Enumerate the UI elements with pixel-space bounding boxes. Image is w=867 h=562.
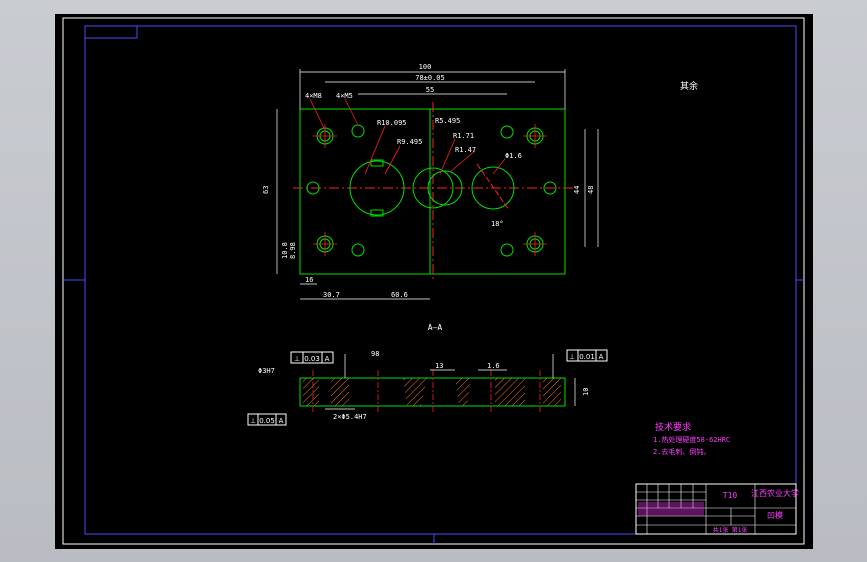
hatch-2 xyxy=(331,378,349,406)
screw-holes xyxy=(306,124,557,257)
inner-frame xyxy=(84,25,797,535)
note-radius-small: R1.71 xyxy=(453,132,474,140)
tb-material: T10 xyxy=(723,491,738,500)
dim-height-left: 63 xyxy=(262,186,270,194)
note-dia-right: Φ1.6 xyxy=(505,152,522,160)
tb-part-name: 凹模 xyxy=(767,510,783,520)
outer-frame xyxy=(62,17,805,545)
tol-top-right: ⊥ 0.01 A xyxy=(566,349,608,362)
tech-line1: 1.热处理硬度58-62HRC xyxy=(653,435,730,444)
dim-bottom-mid: 60.6 xyxy=(391,291,408,299)
dim-left-vertical-2: 8.98 xyxy=(289,242,297,259)
svg-text:A: A xyxy=(599,353,604,361)
dim-height-right-outer: 48 xyxy=(587,186,595,194)
frame-corner-tag xyxy=(84,25,138,39)
die-notch-top xyxy=(370,159,384,167)
drawing-viewport[interactable]: 100 78±0.05 55 63 48 44 16 30.7 60.6 10.… xyxy=(55,14,813,549)
hatch-4 xyxy=(455,378,471,406)
note-radius-main2: R9.495 xyxy=(397,138,422,146)
sec-height: 10 xyxy=(582,388,590,396)
die-hole-mid2 xyxy=(427,170,463,206)
note-radius-small2: R1.47 xyxy=(455,146,476,154)
note-surface: 其余 xyxy=(680,80,698,92)
note-angle: 18° xyxy=(491,220,504,228)
svg-text:A: A xyxy=(279,417,284,425)
section-label: A—A xyxy=(428,323,443,332)
hatch-3 xyxy=(403,378,427,406)
svg-text:0.05: 0.05 xyxy=(259,417,275,425)
hatch-5 xyxy=(495,378,525,406)
title-block: T10 江西农业大学 凹模 共1张 第1张 xyxy=(635,483,799,535)
tb-sheet: 共1张 第1张 xyxy=(713,526,748,534)
svg-text:A: A xyxy=(325,355,330,363)
dim-left-vertical-1: 10.8 xyxy=(281,242,289,259)
svg-text:0.03: 0.03 xyxy=(304,355,320,363)
hatch-1 xyxy=(303,378,319,406)
tech-notes: 技术要求 1.热处理硬度58-62HRC 2.去毛刺、倒钝。 xyxy=(653,421,730,456)
svg-text:⊥: ⊥ xyxy=(250,417,256,425)
die-notch-bottom xyxy=(370,209,384,217)
section-view: A—A ⊥ 0.03 A xyxy=(247,323,608,426)
dim-overall-width: 100 xyxy=(419,63,432,71)
dim-bottom-left-small: 16 xyxy=(305,276,313,284)
drawing-canvas: 100 78±0.05 55 63 48 44 16 30.7 60.6 10.… xyxy=(62,17,805,545)
section-outline xyxy=(299,377,566,407)
die-hole-mid xyxy=(412,167,454,209)
svg-text:⊥: ⊥ xyxy=(294,355,300,363)
tol-bottom-left: ⊥ 0.05 A xyxy=(247,413,287,426)
sec-left-dia: Φ3H7 xyxy=(258,367,275,375)
sec-callout-bottom: 2×Φ5.4H7 xyxy=(333,413,367,421)
dim-hole-spacing: 78±0.05 xyxy=(415,74,445,82)
tech-line2: 2.去毛刺、倒钝。 xyxy=(653,447,710,456)
die-hole-right xyxy=(471,166,515,210)
hatch-6 xyxy=(543,378,561,406)
die-hole-large xyxy=(349,160,405,216)
sec-mid-b: 1.6 xyxy=(487,362,500,370)
tech-title: 技术要求 xyxy=(655,421,691,433)
svg-text:0.01: 0.01 xyxy=(579,353,595,361)
tol-top-left: ⊥ 0.03 A xyxy=(290,351,334,364)
tb-school: 江西农业大学 xyxy=(751,488,799,498)
dim-bottom-left: 30.7 xyxy=(323,291,340,299)
note-radius-main: R10.095 xyxy=(377,119,407,127)
note-radius-top: R5.495 xyxy=(435,117,460,125)
note-holes-left: 4×M8 xyxy=(305,92,322,100)
sec-mid-a: 13 xyxy=(435,362,443,370)
sec-mid-top: 98 xyxy=(371,350,379,358)
dim-center-spacing: 55 xyxy=(426,86,434,94)
plan-view: 100 78±0.05 55 63 48 44 16 30.7 60.6 10.… xyxy=(262,63,698,300)
svg-text:⊥: ⊥ xyxy=(569,353,575,361)
dim-height-right-inner: 44 xyxy=(573,186,581,194)
note-holes-left2: 4×M5 xyxy=(336,92,353,100)
